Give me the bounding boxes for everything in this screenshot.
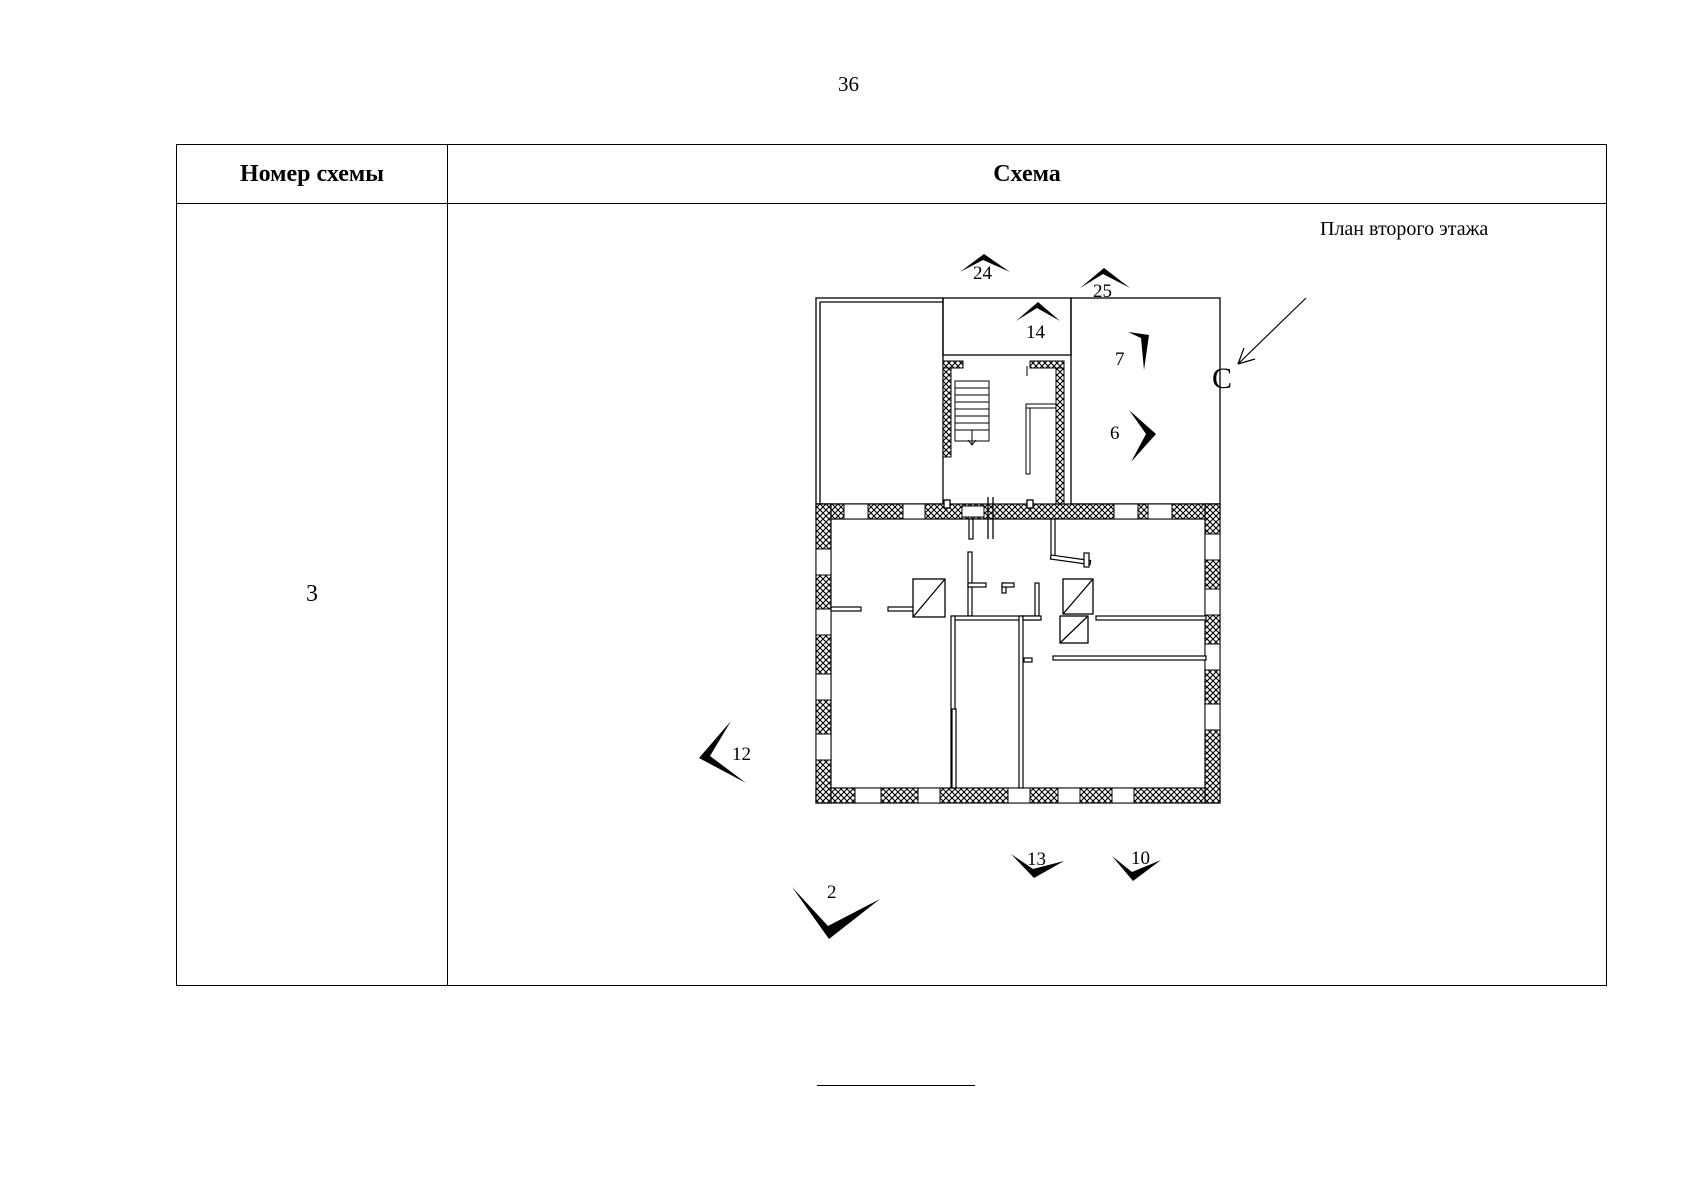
entrance-posts	[943, 497, 1034, 539]
floor-plan-drawing: С 24 25 14 7 6	[699, 254, 1307, 939]
viewpoint-labels: 24 25 14 7 6 12 2 13 10	[732, 263, 1150, 903]
table-header-row: Номер схемы Схема	[176, 144, 1607, 204]
shafts	[912, 578, 1094, 644]
viewpoint-label-24: 24	[973, 263, 993, 284]
scheme-table: Номер схемы Схема 3 План второго этажа	[176, 144, 1607, 986]
windows	[815, 503, 1221, 804]
viewpoint-label-13: 13	[1027, 849, 1046, 870]
viewpoint-marker-14	[1016, 302, 1060, 321]
header-scheme-number: Номер схемы	[176, 144, 448, 204]
page-number: 36	[838, 72, 859, 96]
viewpoint-marker-7	[1128, 332, 1149, 370]
viewpoint-marker-6	[1129, 410, 1156, 462]
header-scheme: Схема	[447, 144, 1607, 204]
stairwell-walls	[942, 360, 1065, 506]
footnote-separator	[817, 1085, 975, 1086]
viewpoint-label-14: 14	[1026, 322, 1046, 343]
viewpoint-marker-10	[1112, 856, 1161, 881]
interior-partitions	[830, 518, 1207, 789]
table-row: 3 План второго этажа	[176, 203, 1607, 986]
viewpoint-marker-13	[1011, 854, 1064, 878]
viewpoint-label-10: 10	[1131, 848, 1150, 869]
viewpoint-marker-12	[699, 721, 746, 783]
north-arrow	[1237, 297, 1307, 365]
viewpoint-label-12: 12	[732, 744, 751, 765]
viewpoint-label-7: 7	[1115, 349, 1125, 370]
upper-annex-walls	[815, 297, 1221, 505]
scheme-cell: План второго этажа	[447, 203, 1607, 986]
scheme-number-cell: 3	[176, 203, 448, 986]
viewpoint-marker-24	[960, 254, 1010, 272]
main-block-walls	[815, 503, 1221, 804]
viewpoint-markers	[699, 254, 1161, 939]
north-label: С	[1212, 362, 1232, 395]
viewpoint-marker-25	[1080, 268, 1130, 288]
viewpoint-label-2: 2	[827, 882, 837, 903]
viewpoint-marker-2	[792, 887, 880, 939]
plan-title: План второго этажа	[1320, 218, 1489, 240]
viewpoint-label-6: 6	[1110, 423, 1120, 444]
viewpoint-label-25: 25	[1093, 281, 1112, 302]
stair-treads	[954, 366, 1057, 475]
